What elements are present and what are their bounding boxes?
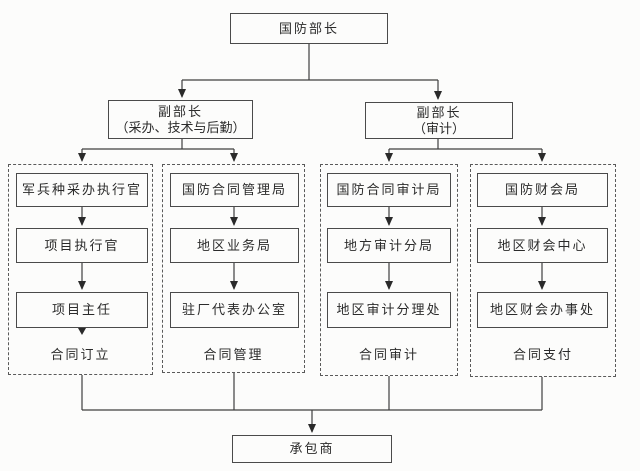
node-deputy-acquisition: 副部长 （采办、技术与后勤） [108, 100, 253, 139]
node-regional-audit-suboffice: 地区审计分理处 [327, 292, 451, 328]
node-defense-finance-accounting-agency: 国防财会局 [477, 173, 608, 207]
node-plant-representative-office: 驻厂代表办公室 [170, 292, 299, 328]
node-defense-contract-management-agency: 国防合同管理局 [170, 173, 299, 207]
deputy-audit-subtitle: （审计） [412, 120, 465, 136]
label-contract-audit: 合同审计 [358, 346, 419, 362]
col1-exit-arrowhead-icon [78, 328, 86, 335]
column-contract-signing [8, 164, 153, 375]
column-contract-management [162, 164, 305, 373]
column-contract-audit [320, 164, 458, 376]
deputy-audit-title: 副部长 [416, 104, 462, 120]
node-program-executive-officer: 项目执行官 [16, 228, 148, 263]
node-regional-finance-office: 地区财会办事处 [477, 292, 608, 328]
node-minister: 国防部长 [230, 13, 388, 44]
node-regional-finance-center: 地区财会中心 [477, 228, 608, 263]
node-deputy-audit: 副部长 （审计） [365, 102, 513, 139]
node-contractor: 承包商 [232, 435, 392, 463]
deputy-acquisition-title: 副部长 [157, 103, 203, 119]
node-district-operations-bureau: 地区业务局 [170, 228, 299, 263]
node-service-acquisition-executive: 军兵种采办执行官 [16, 173, 148, 207]
label-contract-signing: 合同订立 [50, 346, 111, 362]
node-regional-audit-branch: 地方审计分局 [327, 228, 451, 263]
column-contract-payment [470, 164, 616, 377]
label-contract-payment: 合同支付 [512, 346, 573, 362]
node-program-director: 项目主任 [16, 292, 148, 328]
label-contract-management: 合同管理 [203, 346, 264, 362]
node-defense-contract-audit-agency: 国防合同审计局 [327, 173, 451, 207]
deputy-acquisition-subtitle: （采办、技术与后勤） [115, 119, 246, 135]
